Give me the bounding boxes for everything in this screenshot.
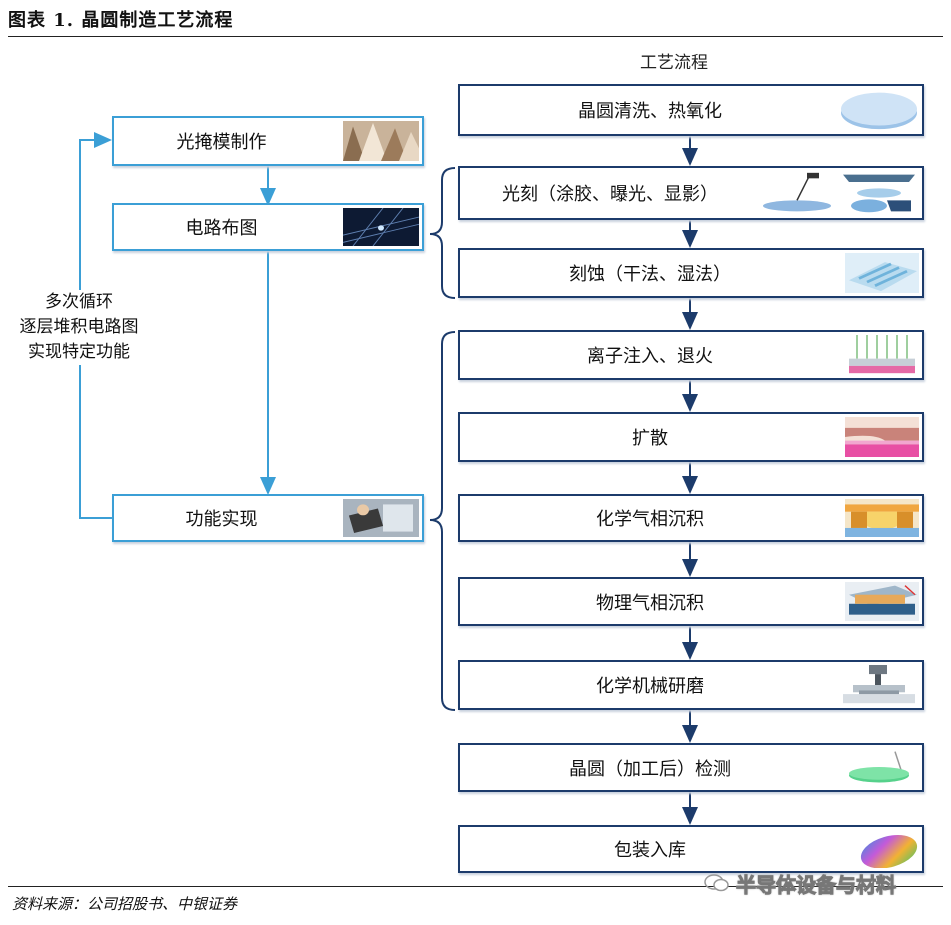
- photomask-image: [343, 121, 419, 161]
- cycle-note: 多次循环 逐层堆积电路图 实现特定功能: [4, 290, 154, 365]
- figure-title: 图表 1. 晶圆制造工艺流程: [8, 10, 234, 31]
- circuit-layout-image: [343, 208, 419, 246]
- pvd-image: [845, 582, 919, 621]
- step-label: 电路布图: [185, 218, 258, 239]
- ion-implant-image: [845, 335, 919, 375]
- process-step-ion-implant: 离子注入、退火: [458, 330, 924, 380]
- step-circuit-layout: 电路布图: [112, 203, 424, 251]
- process-step-label: 晶圆清洗、热氧化: [578, 101, 722, 122]
- etching-image: [845, 253, 919, 293]
- flow-title: 工艺流程: [640, 53, 708, 73]
- wechat-icon: [704, 874, 729, 892]
- wafer-inspection-image: [845, 748, 919, 787]
- process-step-label: 光刻（涂胶、曝光、显影）: [502, 184, 718, 205]
- step-label: 光掩模制作: [176, 132, 267, 153]
- finished-wafer-image: [857, 830, 919, 868]
- process-step-diffusion: 扩散: [458, 412, 924, 462]
- process-step-packaging: 包装入库: [458, 825, 924, 873]
- process-step-etching: 刻蚀（干法、湿法）: [458, 248, 924, 298]
- function-chip-image: [343, 499, 419, 537]
- process-step-cleaning-oxidation: 晶圆清洗、热氧化: [458, 84, 924, 136]
- process-step-cmp: 化学机械研磨: [458, 660, 924, 710]
- watermark: 半导体设备与材料: [736, 873, 897, 898]
- cycle-line-2: 逐层堆积电路图: [19, 317, 139, 337]
- step-label: 功能实现: [185, 509, 258, 530]
- lithography-image: [761, 171, 919, 215]
- cmp-machine-image: [839, 665, 919, 705]
- cycle-line-1: 多次循环: [45, 292, 113, 312]
- process-step-label: 刻蚀（干法、湿法）: [569, 264, 731, 285]
- process-step-lithography: 光刻（涂胶、曝光、显影）: [458, 166, 924, 220]
- process-step-label: 离子注入、退火: [587, 346, 713, 367]
- cvd-image: [845, 499, 919, 537]
- brace-litho: [429, 167, 456, 299]
- source-note: 资料来源：公司招股书、中银证券: [12, 895, 238, 913]
- process-step-cvd: 化学气相沉积: [458, 494, 924, 542]
- process-step-label: 晶圆（加工后）检测: [569, 758, 731, 780]
- bottom-rule: [8, 886, 943, 887]
- process-step-label: 包装入库: [614, 840, 686, 861]
- top-rule: [8, 36, 943, 37]
- process-step-label: 化学机械研磨: [596, 676, 704, 697]
- step-function-realization: 功能实现: [112, 494, 424, 542]
- brace-process: [429, 331, 456, 711]
- wafer-disc-image: [839, 89, 919, 131]
- cycle-line-3: 实现特定功能: [28, 342, 130, 362]
- process-step-label: 物理气相沉积: [596, 592, 704, 614]
- process-step-pvd: 物理气相沉积: [458, 577, 924, 626]
- step-photomask: 光掩模制作: [112, 116, 424, 166]
- process-step-label: 扩散: [632, 428, 668, 449]
- process-step-inspection: 晶圆（加工后）检测: [458, 743, 924, 792]
- process-step-label: 化学气相沉积: [596, 509, 704, 530]
- diffusion-image: [845, 417, 919, 457]
